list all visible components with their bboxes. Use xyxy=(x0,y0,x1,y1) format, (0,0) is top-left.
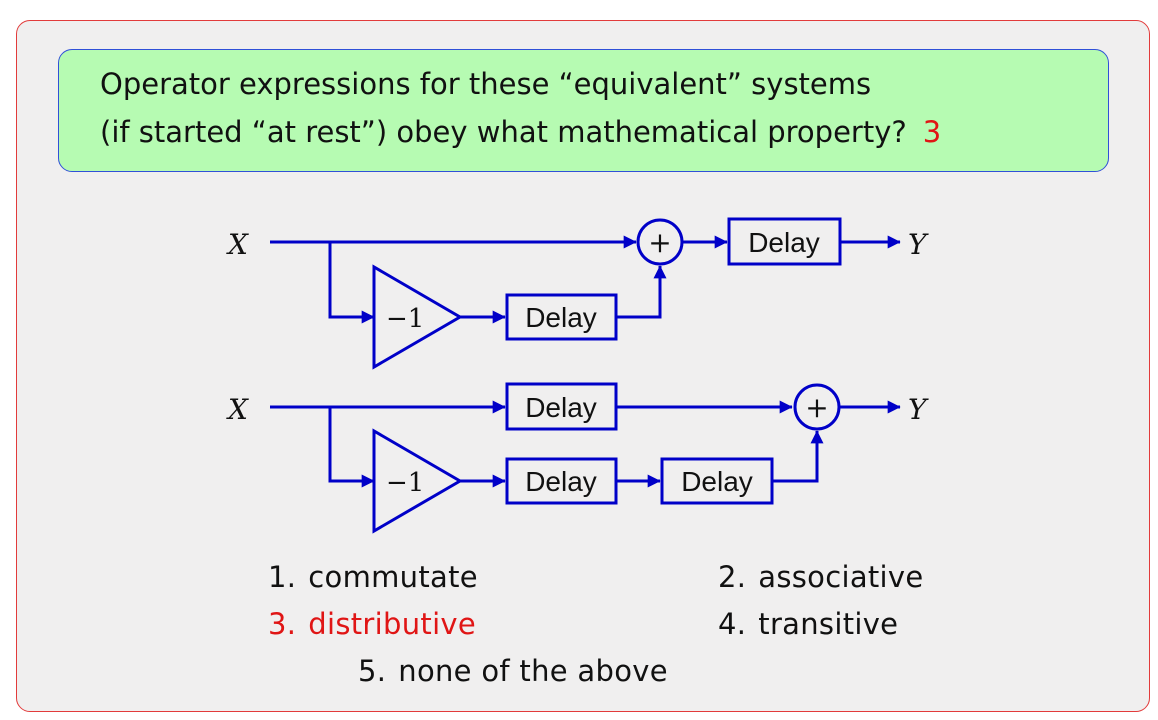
diagram-2-delay-label-lower-2: Delay xyxy=(681,466,753,497)
question-box xyxy=(58,49,1109,172)
diagram-2-input-label: X xyxy=(226,393,249,426)
diagram-1: X −1 Delay + Delay Y xyxy=(226,217,929,370)
question-line-2-text: (if started “at rest”) obey what mathema… xyxy=(100,115,907,149)
diagram-1-input-label: X xyxy=(226,228,249,261)
option-2[interactable]: 2. associative xyxy=(718,560,924,594)
diagram-2-branch-wire xyxy=(328,407,375,488)
diagram-2-gain-label: −1 xyxy=(386,468,424,498)
diagram-1-adder-symbol: + xyxy=(648,226,671,259)
diagram-1-gain-triangle xyxy=(372,264,463,370)
option-2-number: 2. xyxy=(718,560,747,594)
diagram-2-delay-label-top: Delay xyxy=(525,392,597,423)
answer-number: 3 xyxy=(922,115,942,149)
diagram-2-output-label: Y xyxy=(908,393,929,426)
option-3-number: 3. xyxy=(268,607,297,641)
option-5-number: 5. xyxy=(358,654,387,688)
option-1-number: 1. xyxy=(268,560,297,594)
option-3-text: distributive xyxy=(308,607,477,641)
option-4-number: 4. xyxy=(718,607,747,641)
diagram-1-delay-label-output: Delay xyxy=(748,227,820,258)
diagram-1-output-label: Y xyxy=(908,228,929,261)
diagram-2-gain-triangle xyxy=(372,428,463,534)
diagram-2-delay-label-lower-1: Delay xyxy=(525,466,597,497)
option-5[interactable]: 5. none of the above xyxy=(358,654,668,688)
diagram-2: X Delay −1 Delay Delay + Y xyxy=(226,382,929,534)
option-2-text: associative xyxy=(758,560,924,594)
option-1-text: commutate xyxy=(308,560,478,594)
diagram-2-adder-symbol: + xyxy=(805,391,828,424)
option-4-text: transitive xyxy=(758,607,899,641)
question-line-2: (if started “at rest”) obey what mathema… xyxy=(100,115,941,149)
diagram-1-gain-label: −1 xyxy=(386,304,424,334)
diagram-1-delay-to-adder xyxy=(616,265,667,319)
diagram-1-delay-label-lower: Delay xyxy=(525,302,597,333)
diagram-1-branch-wire xyxy=(328,242,375,324)
option-3-correct[interactable]: 3. distributive xyxy=(268,607,476,641)
option-1[interactable]: 1. commutate xyxy=(268,560,478,594)
option-4[interactable]: 4. transitive xyxy=(718,607,898,641)
option-5-text: none of the above xyxy=(398,654,668,688)
question-line-1: Operator expressions for these “equivale… xyxy=(100,67,872,101)
diagram-2-lower-to-adder xyxy=(772,430,824,483)
